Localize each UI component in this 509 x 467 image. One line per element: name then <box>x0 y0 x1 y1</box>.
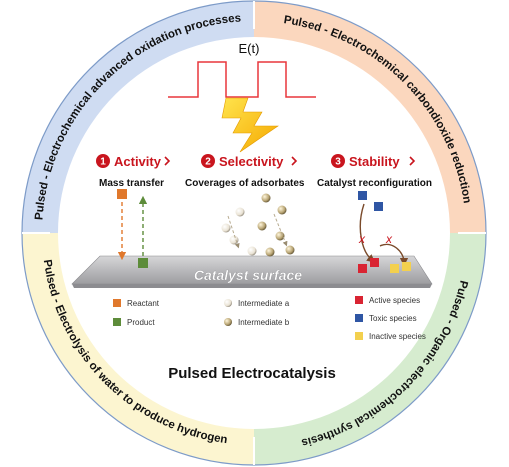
legend-label: Product <box>127 318 155 327</box>
catalyst-surface-label: Catalyst surface <box>194 267 302 283</box>
legend-stability: Active species Toxic species Inactive sp… <box>355 296 426 341</box>
section-selectivity-header: 2 Selectivity Coverages of adsorbates <box>185 154 305 189</box>
inner-disc <box>58 37 450 429</box>
adsorbate-path-arrow <box>227 215 240 249</box>
toxic-species-cube <box>358 191 367 200</box>
section-subtitle: Coverages of adsorbates <box>185 178 305 189</box>
legend-swatch-reactant <box>113 299 121 307</box>
legend-label: Toxic species <box>369 314 417 323</box>
title-chevron-icon <box>164 156 171 166</box>
waveform-label: E(t) <box>239 41 260 56</box>
intermediate-b-sphere <box>277 205 287 215</box>
legend-swatch-intermediate-a <box>224 299 232 307</box>
section-subtitle: Mass transfer <box>99 178 164 189</box>
intermediate-a-sphere <box>247 246 257 256</box>
legend-label: Reactant <box>127 299 160 308</box>
inactive-species-cube <box>390 264 399 273</box>
intermediate-a-sphere <box>235 207 245 217</box>
product-block <box>138 258 148 268</box>
intermediate-b-sphere <box>275 231 285 241</box>
toxic-species-cube <box>374 202 383 211</box>
section-number: 2 <box>205 157 211 168</box>
adsorbate-path-arrow <box>273 213 288 247</box>
intermediate-b-sphere <box>257 221 267 231</box>
lightning-icon <box>221 97 279 153</box>
section-title-activity: Activity <box>114 154 162 169</box>
legend-swatch-toxic <box>355 314 363 322</box>
legend-label: Inactive species <box>369 332 426 341</box>
intermediate-b-sphere <box>285 245 295 255</box>
section-number-badge <box>331 154 345 168</box>
legend-selectivity: Intermediate a Intermediate b <box>224 299 290 327</box>
legend-label: Intermediate b <box>238 318 290 327</box>
legend-swatch-active <box>355 296 363 304</box>
section-subtitle: Catalyst reconfiguration <box>317 178 432 189</box>
legend-swatch-intermediate-b <box>224 318 232 326</box>
adsorbate-cloud <box>221 193 295 257</box>
active-species-cube <box>358 264 367 273</box>
intermediate-a-sphere <box>229 235 239 245</box>
section-number: 3 <box>335 157 341 168</box>
section-stability-header: 3 Stability Catalyst reconfiguration <box>317 154 432 189</box>
section-activity-header: 1 Activity Mass transfer <box>96 154 171 189</box>
poisoning-arrow <box>359 203 376 263</box>
intermediate-b-sphere <box>265 247 275 257</box>
main-title: Pulsed Electrocatalysis <box>168 365 336 382</box>
blocked-cross-icon: x <box>358 232 366 246</box>
catalyst-surface-edge <box>72 284 432 288</box>
intermediate-a-sphere <box>221 223 231 233</box>
active-species-cube <box>370 258 379 267</box>
pulse-waveform <box>168 61 316 98</box>
title-chevron-icon <box>291 156 298 166</box>
section-title-stability: Stability <box>349 154 400 169</box>
legend-label: Active species <box>369 296 420 305</box>
intermediate-b-sphere <box>261 193 271 203</box>
reactant-block <box>117 189 127 199</box>
blocked-cross-icon: x <box>385 232 393 246</box>
legend-swatch-product <box>113 318 121 326</box>
inactive-species-cube <box>402 262 411 271</box>
legend-label: Intermediate a <box>238 299 290 308</box>
title-chevron-icon <box>409 156 416 166</box>
legend-swatch-inactive <box>355 332 363 340</box>
deactivation-arrow <box>379 243 409 267</box>
section-number-badge <box>201 154 215 168</box>
section-number-badge <box>96 154 110 168</box>
section-number: 1 <box>100 157 106 168</box>
legend-activity: Reactant Product <box>113 299 160 327</box>
section-title-selectivity: Selectivity <box>219 154 284 169</box>
